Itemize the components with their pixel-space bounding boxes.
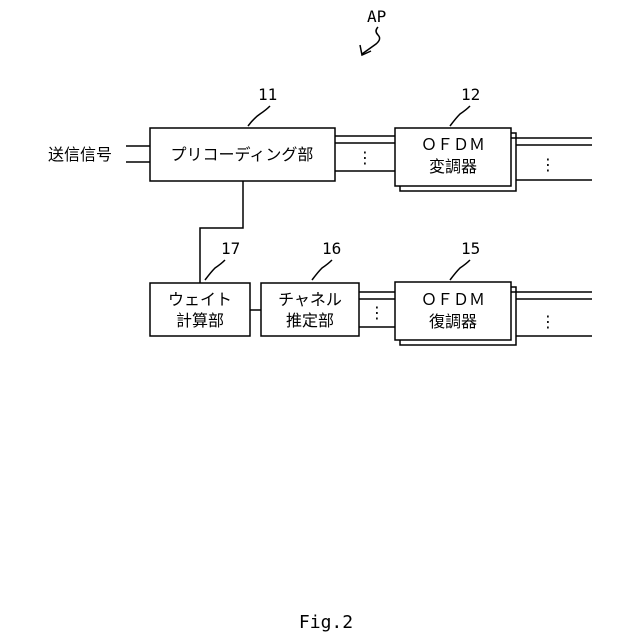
channel-label-1: チャネル [278,290,342,309]
figure-caption: Fig.2 [299,612,353,633]
mod-link-ellipsis: ⋮ [357,148,373,167]
ofdm-mod-label-2: 変調器 [429,157,477,176]
precoding-ref-leader [248,106,270,126]
ofdm-demod-label-2: 復調器 [429,312,477,331]
weight-ref: 17 [221,239,240,258]
ap-pointer-arrow [362,27,380,54]
demod-link-ellipsis: ⋮ [369,303,385,322]
ap-label: AP [367,7,386,26]
channel-ref: 16 [322,239,341,258]
weight-label-2: 計算部 [176,311,224,330]
channel-label-2: 推定部 [286,311,334,330]
ofdm-demod-ref-leader [450,260,470,280]
ofdm-mod-label-1: ＯＦＤＭ [421,135,485,154]
weight-ref-leader [205,260,225,280]
weight-label-1: ウェイト [168,290,232,309]
ap-arrow-head [360,45,371,55]
precoding-ref: 11 [258,85,277,104]
input-label: 送信信号 [48,145,112,164]
ofdm-demod-label-1: ＯＦＤＭ [421,290,485,309]
mod-out-ellipsis: ⋮ [540,155,556,174]
ofdm-mod-ref: 12 [461,85,480,104]
precoding-label: プリコーディング部 [171,145,314,164]
channel-ref-leader [312,260,332,280]
ofdm-demod-ref: 15 [461,239,480,258]
weight-feedback-line [200,181,243,283]
ofdm-mod-ref-leader [450,106,470,126]
demod-in-ellipsis: ⋮ [540,312,556,331]
